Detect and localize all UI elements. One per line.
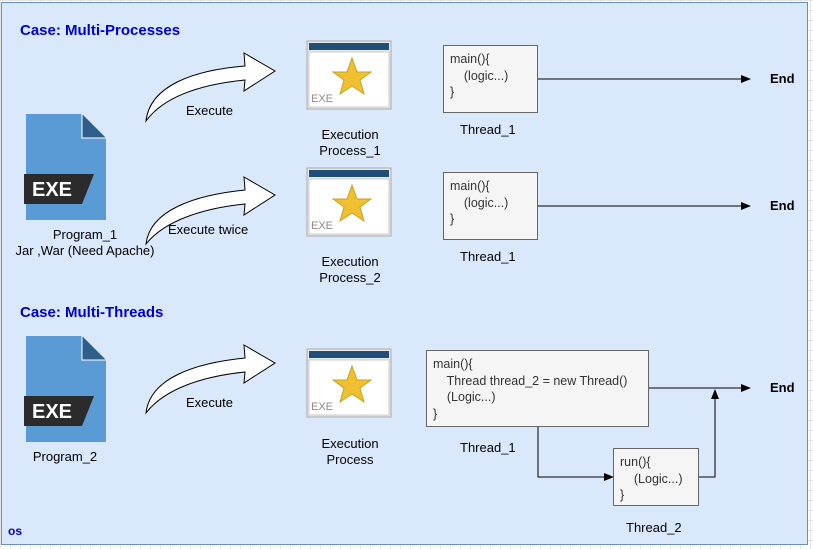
execution-process-2-icon: EXE <box>306 167 392 237</box>
execution-process-3-label: Execution Process <box>321 436 379 467</box>
thread-label-run: Thread_2 <box>626 520 682 535</box>
code-box-main-thread: main(){ Thread thread_2 = new Thread() (… <box>426 350 649 427</box>
execution-process-2-label: Execution Process_2 <box>319 254 381 285</box>
program-1-file-badge: EXE <box>32 179 72 201</box>
join-connector <box>699 389 719 478</box>
thread-label-1: Thread_1 <box>460 122 516 137</box>
thread-label-main: Thread_1 <box>460 440 516 455</box>
process-1-exe-badge: EXE <box>311 93 333 105</box>
spawn-connector <box>537 427 614 481</box>
execute-label: Execute <box>186 103 233 118</box>
end-label-2: End <box>770 198 795 213</box>
program-2-label: Program_2 <box>32 449 98 464</box>
process-3-exe-badge: EXE <box>311 401 333 413</box>
execute-curved-arrow-2 <box>145 344 276 415</box>
code-box-process-1: main(){ (logic...)} <box>443 45 538 113</box>
case-multi-processes-title: Case: Multi-Processes <box>20 22 181 39</box>
program-2-file-badge: EXE <box>32 401 72 423</box>
execution-process-1-label: Execution Process_1 <box>319 127 381 158</box>
program-1-label: Program_1 Jar ,War (Need Apache) <box>15 227 155 258</box>
execute-twice-curved-arrow <box>145 176 276 246</box>
os-label: os <box>8 524 23 538</box>
execute-twice-label: Execute twice <box>168 222 249 237</box>
program-2-file-icon: EXE <box>24 336 106 442</box>
execute-label-2: Execute <box>186 395 233 410</box>
end-label-3: End <box>770 380 795 395</box>
process-2-exe-badge: EXE <box>311 220 333 232</box>
thread-label-2: Thread_1 <box>460 249 516 264</box>
code-box-run-thread: run(){ (Logic...)} <box>613 448 699 506</box>
case-multi-threads-title: Case: Multi-Threads <box>20 304 164 321</box>
execution-process-3-icon: EXE <box>306 348 392 418</box>
execute-curved-arrow <box>145 52 276 123</box>
code-box-process-2: main(){ (logic...)} <box>443 172 538 240</box>
program-1-file-icon: EXE <box>24 114 106 220</box>
end-label-1: End <box>770 71 795 86</box>
execution-process-1-icon: EXE <box>306 40 392 110</box>
